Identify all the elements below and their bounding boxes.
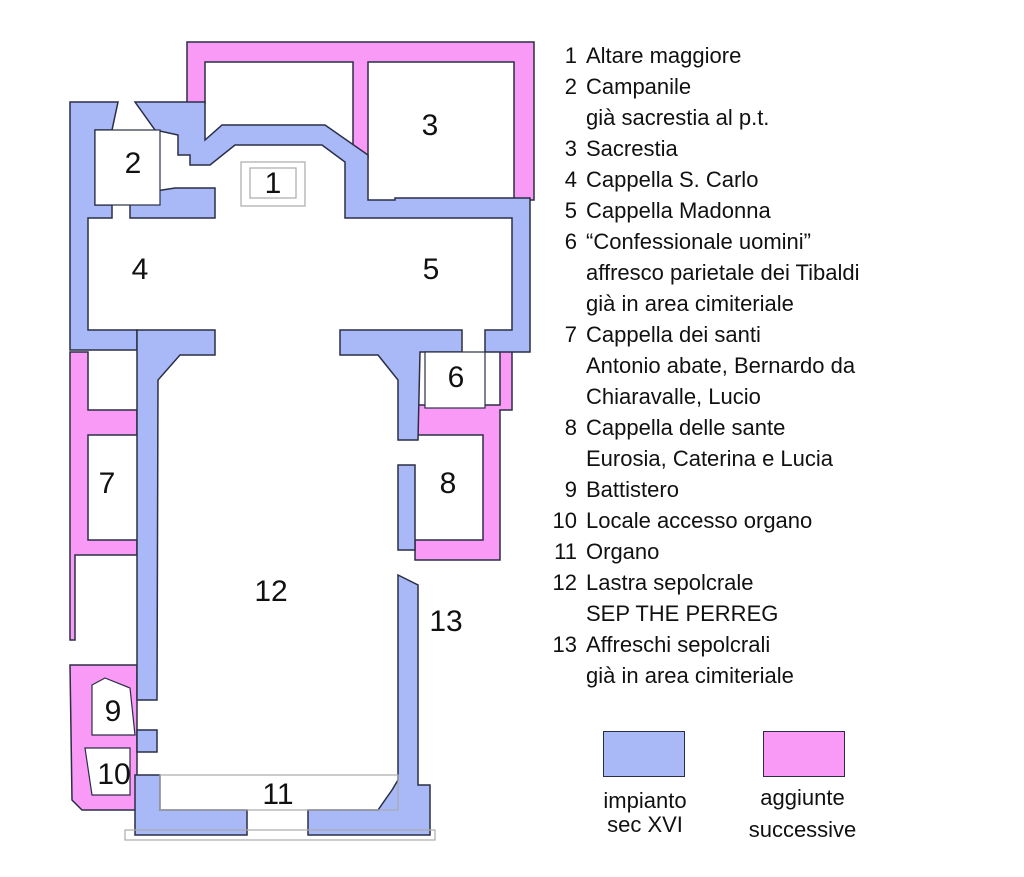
legend-number: 2 — [564, 74, 577, 99]
legend-text: Sacrestia — [586, 136, 678, 161]
legend-item: Antonio abate, Bernardo da — [540, 350, 860, 381]
legend-number — [540, 598, 586, 629]
legend-text: Cappella Madonna — [586, 198, 771, 223]
legend-item: già in area cimiteriale — [540, 660, 860, 691]
legend-number: 7 — [564, 322, 577, 347]
legend-text: Antonio abate, Bernardo da — [586, 353, 856, 378]
key-label-original: impianto sec XVI — [585, 789, 705, 837]
legend-text: Affreschi sepolcrali — [586, 632, 771, 657]
legend-text: Cappella S. Carlo — [586, 167, 759, 192]
legend-number: 4 — [564, 167, 577, 192]
legend-item: 13 Affreschi sepolcrali — [540, 629, 860, 660]
legend-text: affresco parietale dei Tibaldi — [586, 260, 860, 285]
legend-item: SEP THE PERREG — [540, 598, 860, 629]
legend-text: Cappella delle sante — [586, 415, 786, 440]
room-label-1: 1 — [265, 167, 282, 200]
legend-text: Battistero — [586, 477, 679, 502]
legend-item: 2 Campanile — [540, 71, 860, 102]
room-label-12: 12 — [254, 575, 287, 608]
legend-text: SEP THE PERREG — [586, 601, 779, 626]
legend-item: 1 Altare maggiore — [540, 40, 860, 71]
legend-item: 10 Locale accesso organo — [540, 505, 860, 536]
legend-number: 6 — [564, 229, 577, 254]
legend-number — [540, 257, 586, 288]
legend-number: 11 — [554, 539, 577, 564]
legend-item: 4 Cappella S. Carlo — [540, 164, 860, 195]
key-label-additions-line1: aggiunte — [760, 785, 845, 810]
legend-item: 3 Sacrestia — [540, 133, 860, 164]
legend-text: Campanile — [586, 74, 692, 99]
legend-number — [540, 102, 586, 133]
legend-number — [540, 288, 586, 319]
legend-text: Chiaravalle, Lucio — [586, 384, 761, 409]
legend-number — [540, 381, 586, 412]
legend-item: Chiaravalle, Lucio — [540, 381, 860, 412]
legend-text: già in area cimiteriale — [586, 291, 794, 316]
church-floor-plan: 1 2 3 4 5 6 7 8 9 10 11 12 13 — [69, 41, 535, 841]
legend-text: già sacrestia al p.t. — [586, 105, 770, 130]
key-swatch-additions — [763, 731, 845, 777]
key-label-additions-line2: successive — [748, 817, 857, 842]
legend-number — [540, 660, 586, 691]
legend-text: “Confessionale uomini” — [586, 229, 811, 254]
room-label-5: 5 — [423, 253, 440, 286]
legend-number: 5 — [564, 198, 577, 223]
legend-item: affresco parietale dei Tibaldi — [540, 257, 860, 288]
legend-item: già sacrestia al p.t. — [540, 102, 860, 133]
room-label-3: 3 — [422, 109, 439, 142]
legend-number: 10 — [552, 508, 577, 533]
legend-text: Altare maggiore — [586, 43, 742, 68]
legend-item: 5 Cappella Madonna — [540, 195, 860, 226]
room-label-6: 6 — [448, 361, 465, 394]
legend-text: Cappella dei santi — [586, 322, 761, 347]
room-label-7: 7 — [99, 467, 116, 500]
legend-item: 8 Cappella delle sante — [540, 412, 860, 443]
legend-item: Eurosia, Caterina e Lucia — [540, 443, 860, 474]
key-label-additions: aggiunte successive — [735, 782, 870, 846]
room-label-9: 9 — [105, 695, 122, 728]
room-label-8: 8 — [440, 467, 457, 500]
legend-number: 8 — [564, 415, 577, 440]
room-numbers: 1 2 3 4 5 6 7 8 9 10 11 12 13 — [97, 109, 464, 811]
rooms — [84, 129, 486, 841]
key-label-original-line2: sec XVI — [607, 812, 683, 837]
legend-text: Organo — [586, 539, 660, 564]
legend-text: già in area cimiteriale — [586, 663, 794, 688]
key-swatch-original — [603, 731, 685, 777]
room-legend: 1 Altare maggiore 2 Campanile già sacrestia … — [540, 40, 860, 691]
key-label-original-line1: impianto — [603, 788, 687, 813]
legend-text: Eurosia, Caterina e Lucia — [586, 446, 834, 471]
legend-item: 11 Organo — [540, 536, 860, 567]
legend-number — [540, 443, 586, 474]
legend-number: 3 — [564, 136, 577, 161]
room-label-10: 10 — [97, 758, 130, 791]
legend-number: 9 — [564, 477, 577, 502]
legend-number — [540, 350, 586, 381]
legend-number: 12 — [552, 570, 577, 595]
room-label-11: 11 — [262, 778, 293, 811]
original-structure — [69, 101, 531, 836]
legend-item: 7 Cappella dei santi — [540, 319, 860, 350]
legend-text: Lastra sepolcrale — [586, 570, 754, 595]
legend-number: 1 — [564, 43, 577, 68]
legend-number: 13 — [552, 632, 577, 657]
room-label-2: 2 — [125, 147, 142, 180]
room-label-13: 13 — [429, 605, 462, 638]
legend-text: Locale accesso organo — [586, 508, 813, 533]
legend-item: 12 Lastra sepolcrale — [540, 567, 860, 598]
legend-item: già in area cimiteriale — [540, 288, 860, 319]
legend-item: 9 Battistero — [540, 474, 860, 505]
room-label-4: 4 — [132, 253, 149, 286]
legend-item: 6 “Confessionale uomini” — [540, 226, 860, 257]
